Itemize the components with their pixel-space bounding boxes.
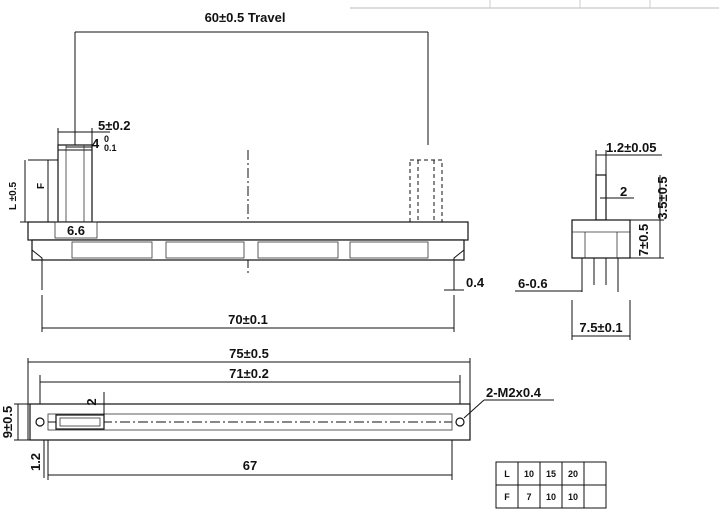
- table-cell: F: [504, 492, 510, 502]
- knob-depth-dimension: 4: [92, 136, 100, 151]
- side-view: 1.2±0.05 2 3.5±0.5 7±0.5 6-0.6 7.5±0.1: [515, 140, 670, 340]
- header-rule: [350, 0, 719, 9]
- side-height-lower-dimension: 7±0.5: [636, 224, 651, 256]
- plate-height-dimension: 9±0.5: [0, 406, 15, 438]
- mount-spacing-dimension: 71±0.2: [229, 366, 269, 381]
- travel-dimension: 60±0.5 Travel: [205, 10, 286, 25]
- pins-dimension: 6-0.6: [518, 276, 548, 291]
- top-view: 75±0.5 71±0.2 2-M2x0.4 2 9±0.5 1.2 67: [0, 346, 554, 480]
- lever-f-dimension: F: [36, 183, 47, 189]
- overall-length-dimension: 75±0.5: [229, 346, 269, 361]
- l-f-table: L 10 15 20 F 7 10 10: [495, 461, 607, 509]
- pin-offset-dimension: 0.4: [466, 275, 485, 290]
- table-cell: 10: [524, 469, 534, 479]
- table-cell: 7: [526, 492, 531, 502]
- base-step-dimension: 6.6: [67, 223, 85, 238]
- slot-width-dimension: 2: [84, 398, 99, 405]
- edge-offset-dimension: 1.2: [28, 453, 43, 471]
- lever-length-dimension: L ±0.5: [8, 182, 19, 211]
- body-length-dimension: 70±0.1: [228, 312, 268, 327]
- side-height-upper-dimension: 3.5±0.5: [655, 176, 670, 219]
- side-top-width-dimension: 1.2±0.05: [606, 140, 657, 155]
- table-cell: 20: [568, 469, 578, 479]
- knob-width-dimension: 5±0.2: [98, 118, 130, 133]
- knob-depth-tol-upper: 0: [104, 134, 109, 144]
- table-cell: 10: [546, 492, 556, 502]
- mount-holes-dimension: 2-M2x0.4: [486, 385, 542, 400]
- table-cell: L: [504, 469, 510, 479]
- side-width-dimension: 7.5±0.1: [579, 320, 622, 335]
- front-view: 60±0.5 Travel 5±0.2 4 0 0.1 L ±0.5 F: [8, 10, 485, 332]
- table-cell: 15: [546, 469, 556, 479]
- table-cell: 10: [568, 492, 578, 502]
- knob-depth-tol-lower: 0.1: [104, 143, 117, 153]
- side-knob-dimension: 2: [620, 184, 627, 199]
- slot-length-dimension: 67: [243, 458, 257, 473]
